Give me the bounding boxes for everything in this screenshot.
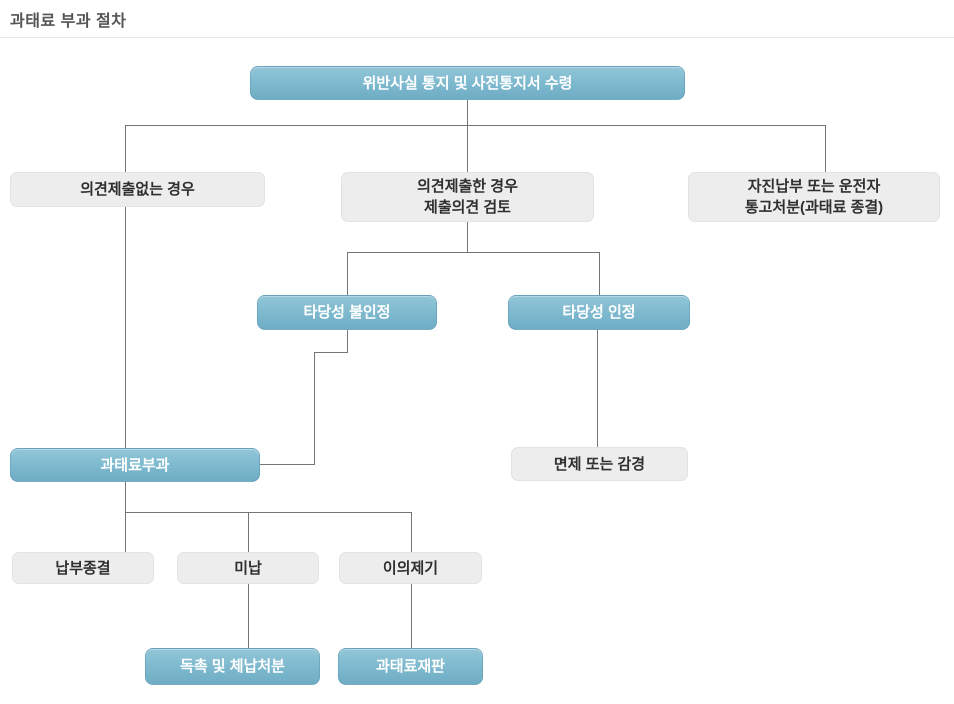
node-fine-imposition: 과태료부과 — [10, 448, 260, 482]
page-title: 과태료 부과 절차 — [10, 13, 127, 30]
connector-nonpayment-to-demand — [248, 584, 249, 648]
node-voluntary-payment: 자진납부 또는 운전자 통고처분(과태료 종결) — [688, 172, 940, 222]
node-no-opinion-case: 의견제출없는 경우 — [10, 172, 265, 207]
connector-top-stub — [467, 100, 468, 126]
node-non-payment: 미납 — [177, 552, 319, 584]
node-fine-trial: 과태료재판 — [338, 648, 483, 685]
connector-review-branch — [347, 252, 600, 253]
node-objection: 이의제기 — [339, 552, 482, 584]
connector-drop-objection — [411, 512, 412, 552]
connector-drop-mid — [467, 125, 468, 172]
connector-drop-right — [825, 125, 826, 172]
connector-rejected-elbow-3 — [314, 352, 315, 464]
connector-left-spine — [125, 207, 126, 448]
node-demand-and-disposition: 독촉 및 체납처분 — [145, 648, 320, 685]
connector-drop-accepted — [599, 252, 600, 295]
connector-top-branch — [125, 125, 826, 126]
connector-review-stub — [467, 222, 468, 252]
connector-rejected-elbow-4 — [260, 464, 315, 465]
title-divider — [0, 37, 954, 38]
connector-drop-completed — [125, 512, 126, 552]
connector-accepted-to-exemption — [597, 330, 598, 448]
connector-imposition-stub — [125, 482, 126, 512]
connector-drop-nonpayment — [248, 512, 249, 552]
connector-objection-to-trial — [411, 584, 412, 648]
connector-drop-left — [125, 125, 126, 172]
connector-drop-rejected — [347, 252, 348, 295]
node-payment-completed: 납부종결 — [12, 552, 154, 584]
connector-imposition-branch — [125, 512, 412, 513]
connector-rejected-elbow-2 — [314, 352, 348, 353]
connector-rejected-elbow-1 — [347, 330, 348, 352]
node-validity-accepted: 타당성 인정 — [508, 295, 690, 330]
node-validity-rejected: 타당성 불인정 — [257, 295, 437, 330]
node-opinion-submitted-case: 의견제출한 경우 제출의견 검토 — [341, 172, 594, 222]
node-receive-notice: 위반사실 통지 및 사전통지서 수령 — [250, 66, 685, 100]
node-exemption-or-reduction: 면제 또는 감경 — [511, 447, 688, 481]
